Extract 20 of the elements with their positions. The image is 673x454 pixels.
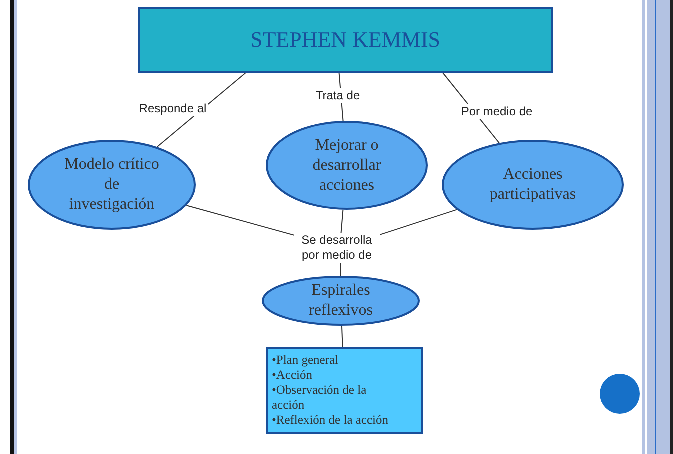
- title-box: [138, 7, 553, 73]
- title-text: STEPHEN KEMMIS: [250, 26, 441, 54]
- edge-label: Por medio de: [459, 104, 535, 120]
- concept-ellipse: [266, 121, 428, 210]
- list-box: [266, 347, 423, 434]
- edge-label: Responde al: [137, 102, 209, 116]
- node-text: Mejorar o desarrollar acciones: [312, 136, 382, 196]
- edge-label: Se desarrolla por medio de: [294, 233, 380, 263]
- connector-line: [341, 326, 344, 348]
- list-item: •Acción: [272, 368, 312, 383]
- list-item: •Plan general: [272, 353, 339, 368]
- node-text: Espirales reflexivos: [308, 281, 374, 321]
- concept-ellipse: [28, 140, 196, 230]
- list-item: •Observación de la acción: [272, 383, 368, 413]
- list-item: •Reflexión de la acción: [272, 413, 388, 428]
- concept-ellipse: [262, 276, 420, 326]
- edge-label: Trata de: [314, 88, 362, 104]
- node-text: Modelo crítico de investigación: [64, 155, 160, 215]
- node-text: Acciones participativas: [488, 165, 578, 205]
- concept-ellipse: [442, 140, 624, 230]
